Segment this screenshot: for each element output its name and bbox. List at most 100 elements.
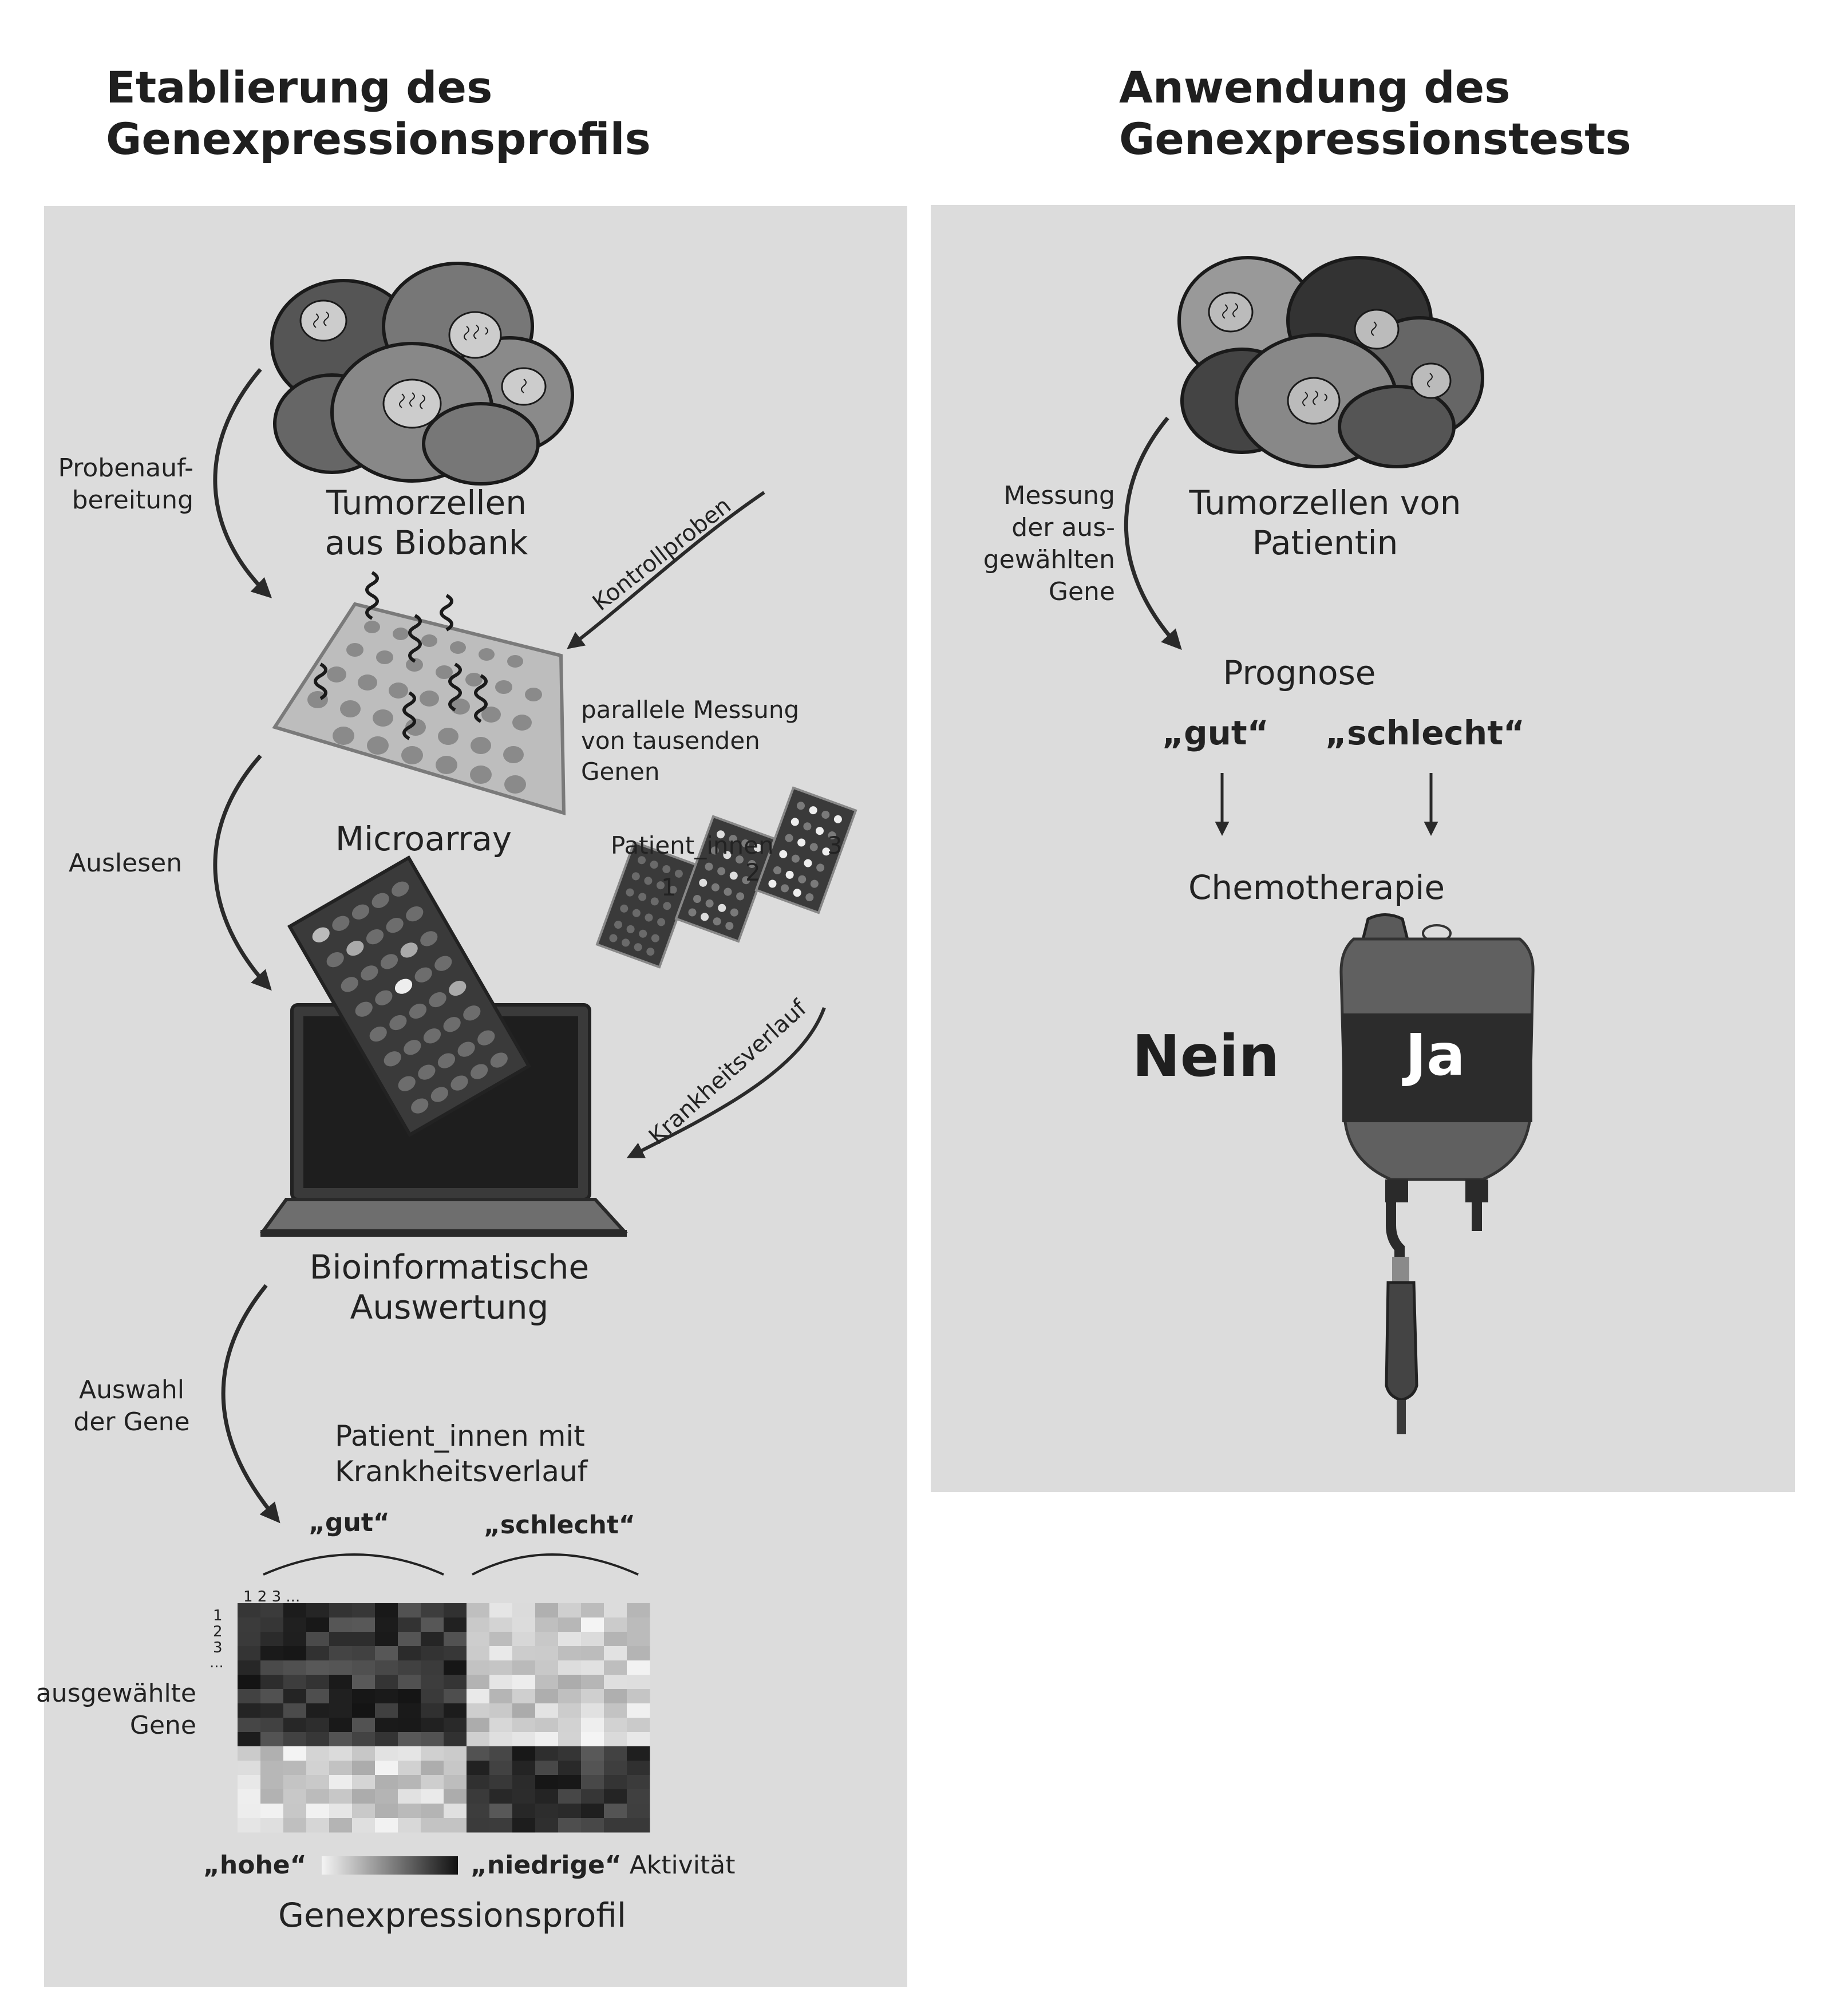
heatmap-cell xyxy=(512,1746,536,1761)
heatmap-cell xyxy=(512,1660,536,1675)
heatmap-cell xyxy=(581,1789,604,1804)
niedrige-aktivitaet-label: „niedrige“ Aktivität xyxy=(471,1849,736,1881)
heatmap-cell xyxy=(329,1703,353,1718)
heatmap-cell xyxy=(512,1675,536,1690)
heatmap-cell xyxy=(398,1775,421,1790)
heatmap-cell xyxy=(467,1675,490,1690)
heatmap-cell xyxy=(421,1703,444,1718)
heatmap-cell xyxy=(558,1603,582,1618)
heatmap-cell xyxy=(581,1718,604,1733)
heatmap-cell xyxy=(558,1632,582,1647)
heatmap-cell xyxy=(238,1617,261,1632)
heatmap-cell xyxy=(375,1746,398,1761)
heatmap-cell xyxy=(283,1646,307,1661)
heatmap-cell xyxy=(238,1732,261,1747)
tumor-biobank-line1: Tumorzellen xyxy=(326,483,527,522)
heatmap-cell xyxy=(535,1789,559,1804)
heatmap-cell xyxy=(352,1718,376,1733)
ja-label: Ja xyxy=(1405,1021,1465,1088)
heatmap-cell xyxy=(627,1689,650,1704)
heatmap-cell xyxy=(604,1775,627,1790)
heatmap-cell xyxy=(627,1804,650,1818)
heatmap-cell xyxy=(306,1761,330,1776)
heatmap-cell xyxy=(398,1718,421,1733)
arrow-auslesen xyxy=(213,754,272,991)
heatmap-cell xyxy=(535,1660,559,1675)
heatmap-cell xyxy=(283,1660,307,1675)
heatmap-cell xyxy=(238,1660,261,1675)
nein-label: Nein xyxy=(1132,1023,1279,1090)
heatmap-cell xyxy=(421,1789,444,1804)
heatmap-cell xyxy=(421,1617,444,1632)
heatmap-cell xyxy=(581,1689,604,1704)
patienten-mit-verlauf-line1: Patient_innen mit xyxy=(335,1419,585,1453)
messung-line2: der aus- xyxy=(1011,513,1115,542)
heatmap-cell xyxy=(604,1660,627,1675)
heatmap-cell xyxy=(444,1746,467,1761)
heatmap-cell xyxy=(604,1632,627,1647)
auswahl-gene-line2: der Gene xyxy=(73,1407,190,1437)
heatmap-cell xyxy=(260,1804,284,1818)
heatmap-cell xyxy=(627,1818,650,1833)
heatmap-cell xyxy=(260,1718,284,1733)
heatmap-cell xyxy=(421,1603,444,1618)
right-title: Anwendung des Genexpressionstests xyxy=(1119,62,1631,165)
probenaufbereitung-line2: bereitung xyxy=(72,486,193,515)
heatmap-cell xyxy=(512,1718,536,1733)
heatmap-cell xyxy=(421,1646,444,1661)
ausgewaehlte-gene-line2: Gene xyxy=(129,1711,196,1740)
heatmap-cell xyxy=(329,1632,353,1647)
heatmap-cell xyxy=(352,1660,376,1675)
heatmap-cell xyxy=(489,1732,513,1747)
heatmap-cell xyxy=(375,1789,398,1804)
heatmap-cell xyxy=(467,1775,490,1790)
heatmap-cell xyxy=(260,1660,284,1675)
heatmap-cell xyxy=(352,1632,376,1647)
heatmap-cell xyxy=(604,1818,627,1833)
heatmap-cell xyxy=(627,1703,650,1718)
heatmap-cell xyxy=(489,1718,513,1733)
heatmap-cell xyxy=(627,1732,650,1747)
heatmap-cell xyxy=(627,1746,650,1761)
heatmap-cell xyxy=(489,1646,513,1661)
heatmap-cell xyxy=(352,1675,376,1690)
prognose-gut-label: „gut“ xyxy=(1162,713,1269,752)
heatmap-cell xyxy=(375,1660,398,1675)
heatmap-cell xyxy=(260,1818,284,1833)
heatmap-cell xyxy=(444,1689,467,1704)
ausgewaehlte-gene-label: ausgewählte Gene xyxy=(34,1678,196,1742)
heatmap-cell xyxy=(398,1689,421,1704)
heatmap-cell xyxy=(444,1761,467,1776)
heatmap-cell xyxy=(604,1703,627,1718)
tumor-biobank-label: Tumorzellen aus Biobank xyxy=(306,483,547,563)
heatmap-cell xyxy=(581,1675,604,1690)
heatmap-cell xyxy=(283,1675,307,1690)
chemotherapie-label: Chemotherapie xyxy=(1188,868,1445,907)
heatmap-cell xyxy=(444,1675,467,1690)
heatmap-cell xyxy=(627,1775,650,1790)
genexpressionsprofil-label: Genexpressionsprofil xyxy=(278,1896,626,1935)
arrow-messung xyxy=(1124,416,1182,650)
heatmap-cell xyxy=(581,1746,604,1761)
gut-label: „gut“ xyxy=(309,1508,390,1537)
heatmap-cell xyxy=(489,1818,513,1833)
patients-label: Patient_innen xyxy=(611,831,774,859)
heatmap-cell xyxy=(238,1804,261,1818)
patient-3-label: 3 xyxy=(827,831,843,859)
heatmap-row-1: 1 xyxy=(213,1607,223,1624)
heatmap-row-3: 3 xyxy=(213,1639,223,1656)
heatmap-cell xyxy=(260,1746,284,1761)
left-title-line2: Genexpressionsprofils xyxy=(106,113,651,164)
heatmap-cell xyxy=(283,1732,307,1747)
probenaufbereitung-label: Probenauf- bereitung xyxy=(34,452,194,516)
tumor-cells-patientin-icon xyxy=(1177,256,1484,468)
heatmap-cell xyxy=(627,1789,650,1804)
heatmap-cell xyxy=(398,1646,421,1661)
heatmap-cell xyxy=(421,1775,444,1790)
heatmap-cell xyxy=(421,1718,444,1733)
heatmap-cell xyxy=(535,1675,559,1690)
heatmap-cell xyxy=(306,1789,330,1804)
heatmap-cell xyxy=(512,1789,536,1804)
patient-arrays-icon xyxy=(595,786,857,969)
